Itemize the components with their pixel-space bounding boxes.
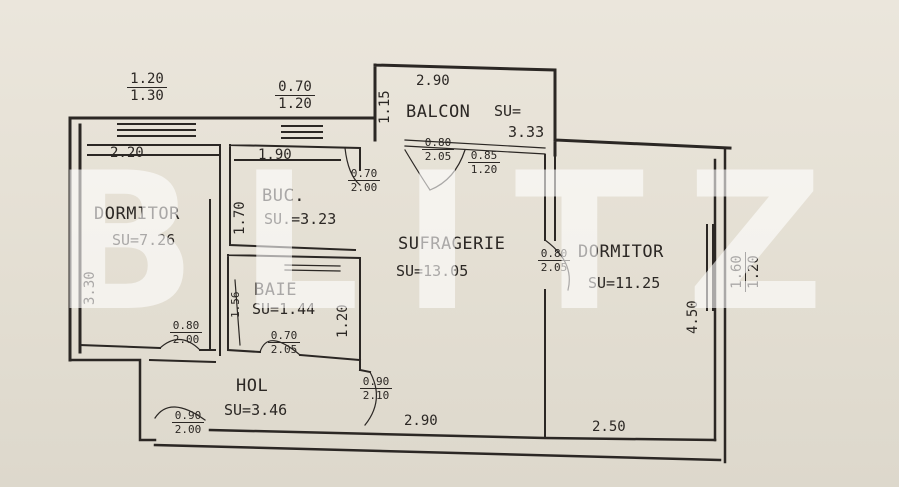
wall-baie-fixtures <box>234 264 341 346</box>
bucatarie-width: 1.90 <box>258 147 292 163</box>
door-swing-bucatarie <box>344 147 361 186</box>
door-balcon-2: 0.85 1.20 <box>468 150 500 175</box>
door-balcon-1: 0.80 2.05 <box>422 137 454 162</box>
room-dormitor-left-name: DORMITOR <box>94 204 180 224</box>
door-entrance-top: 0.90 <box>172 410 204 423</box>
door-swing-dormitor-right <box>544 239 570 291</box>
balcon-depth: 1.15 <box>377 90 393 124</box>
door-swing-dormitor-left <box>159 338 201 351</box>
room-dormitor-left-area: SU=7.26 <box>112 231 176 249</box>
balcony-outline <box>373 63 732 157</box>
door-balcon-2-top: 0.85 <box>468 150 500 163</box>
door-swing-sufragerie <box>364 371 377 426</box>
wall-hol <box>148 358 372 374</box>
door-bucatarie-bottom: 2.00 <box>350 181 378 194</box>
blitz-watermark: BLITZ <box>52 155 852 330</box>
wall-baie <box>226 253 362 371</box>
door-dormitor-left: 0.80 2.00 <box>170 320 202 345</box>
door-baie-top: 0.70 <box>268 330 300 343</box>
door-dormitor-left-top: 0.80 <box>170 320 202 333</box>
balcon-width: 2.90 <box>416 73 450 89</box>
room-baie-name: BAIE <box>254 280 297 300</box>
window-bucatarie-mark <box>281 125 323 139</box>
window-bucatarie-dim: 0.70 1.20 <box>275 80 315 111</box>
door-swing-balcon <box>404 149 466 191</box>
outer-wall <box>68 116 375 362</box>
sufragerie-width: 2.90 <box>404 413 438 429</box>
window-dormitor-left-mark <box>117 123 196 137</box>
room-baie-area: SU=1.44 <box>252 300 316 318</box>
door-dormitor-left-bottom: 2.00 <box>172 333 200 346</box>
wall-bucatarie <box>228 143 361 252</box>
room-sufragerie-area: SU=13.05 <box>396 262 469 280</box>
door-entrance-bottom: 2.00 <box>174 423 202 436</box>
dormitor-right-width: 2.50 <box>592 419 626 435</box>
wall-sufragerie-right <box>544 154 556 439</box>
window-dormitor-right-mark <box>706 224 714 311</box>
room-sufragerie-name: SUFRAGERIE <box>398 234 506 254</box>
door-dormitor-right-top: 0.80 <box>538 248 570 261</box>
window-dormitor-left-top: 1.20 <box>127 72 167 88</box>
wall-dormitor-bottom <box>78 343 216 351</box>
window-bucatarie-bottom: 1.20 <box>278 96 312 112</box>
door-swing-entrance <box>154 406 206 421</box>
door-entrance: 0.90 2.00 <box>172 410 204 435</box>
door-sufragerie-top: 0.90 <box>360 376 392 389</box>
door-swing-baie <box>259 340 301 356</box>
room-dormitor-right-area: SU=11.25 <box>588 274 661 292</box>
window-bucatarie-top: 0.70 <box>275 80 315 96</box>
room-hol-area: SU=3.46 <box>224 401 288 419</box>
door-sufragerie: 0.90 2.10 <box>360 376 392 401</box>
door-baie-bottom: 2.05 <box>270 343 298 356</box>
door-baie: 0.70 2.05 <box>268 330 300 355</box>
door-balcon-1-bottom: 2.05 <box>424 150 452 163</box>
window-dormitor-left-bottom: 1.30 <box>130 88 164 104</box>
window-dormitor-left-dim: 1.20 1.30 <box>127 72 167 103</box>
room-balcon-area-label: SU= <box>494 102 522 120</box>
room-bucatarie-name: BUC. <box>262 186 305 206</box>
door-balcon-1-top: 0.80 <box>422 137 454 150</box>
door-dormitor-right-bottom: 2.05 <box>540 261 568 274</box>
balcon-sill <box>404 139 546 155</box>
outer-wall-bottom-left <box>68 358 157 442</box>
wall-dormitor-right <box>209 144 221 356</box>
outer-wall-bottom <box>153 428 722 462</box>
room-dormitor-right-name: DORMITOR <box>578 242 664 262</box>
outer-wall-right <box>713 148 727 464</box>
dormitor-width: 2.20 <box>110 145 144 161</box>
room-bucatarie-area: SU.=3.23 <box>264 210 337 228</box>
door-bucatarie-top: 0.70 <box>348 168 380 181</box>
room-hol-name: HOL <box>236 376 269 396</box>
room-balcon-area-value: 3.33 <box>508 123 545 141</box>
door-dormitor-right: 0.80 2.05 <box>538 248 570 273</box>
room-balcon-name: BALCON <box>406 102 471 122</box>
door-sufragerie-bottom: 2.10 <box>362 389 390 402</box>
door-balcon-2-bottom: 1.20 <box>470 163 498 176</box>
door-bucatarie: 0.70 2.00 <box>348 168 380 193</box>
